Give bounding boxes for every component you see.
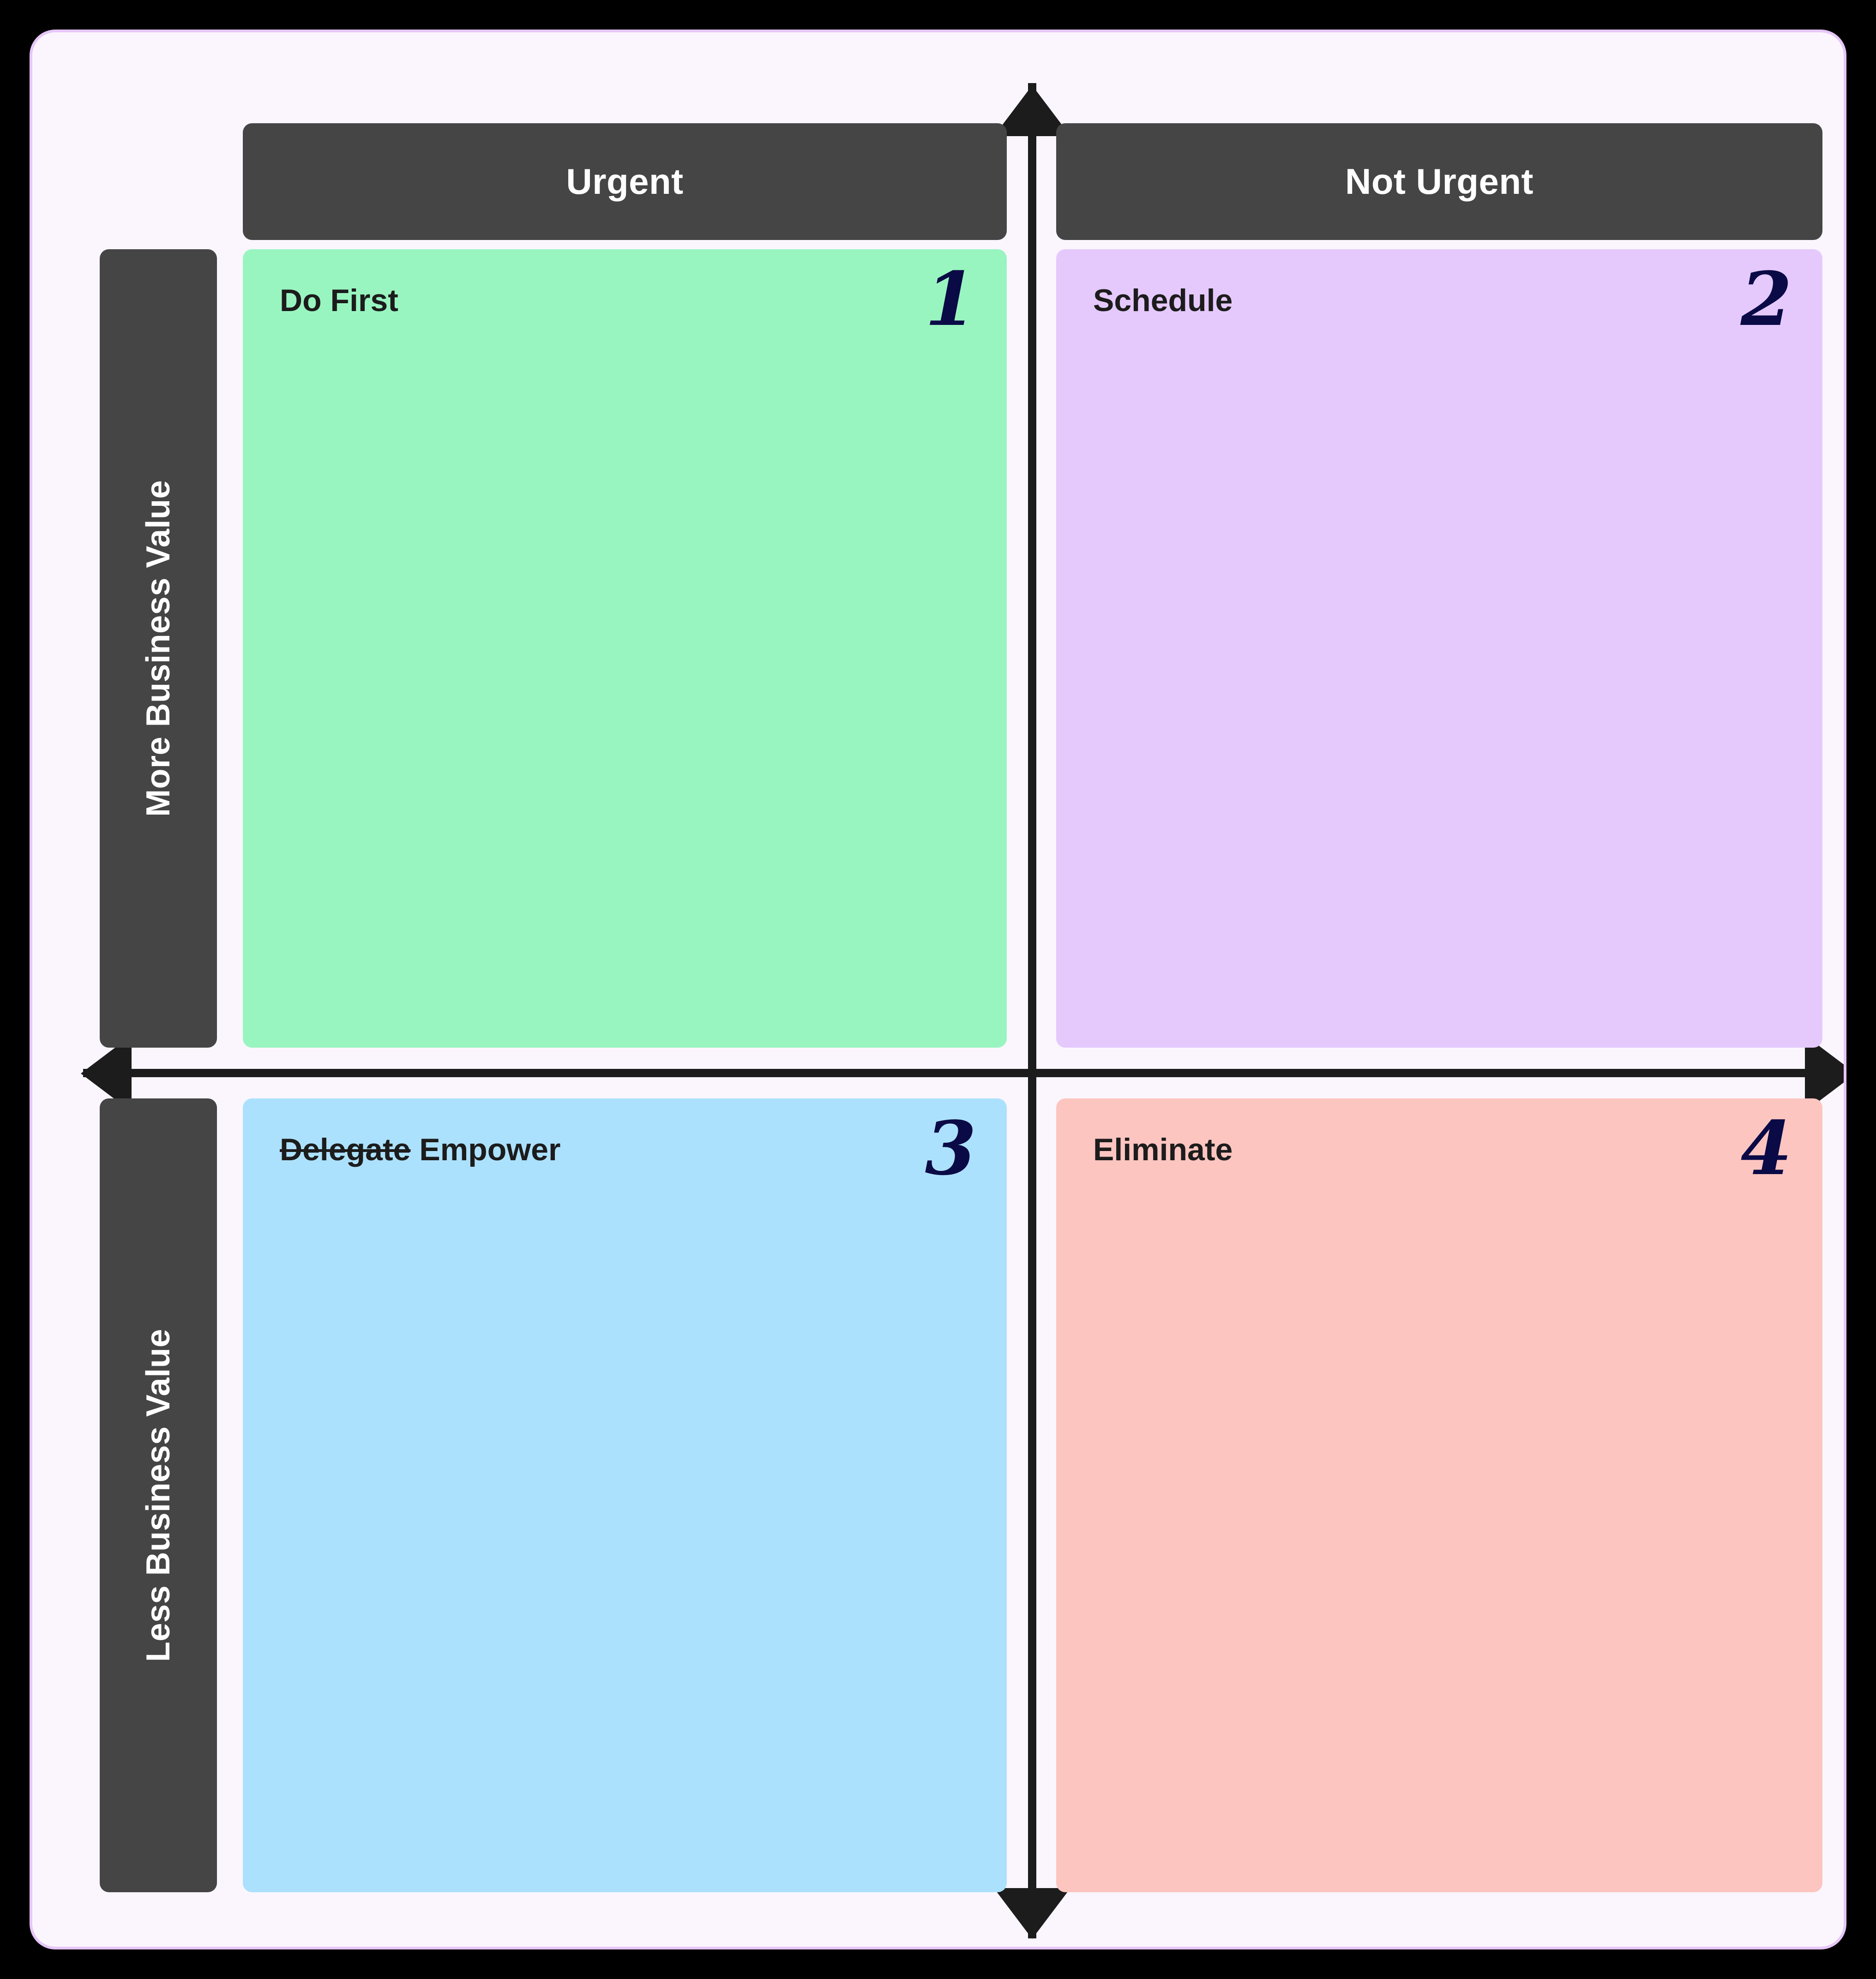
quadrant-title-schedule: Schedule	[1093, 283, 1233, 318]
quadrant-number-3: 3	[925, 1105, 976, 1192]
quadrant-do-first[interactable]: Do First 1	[243, 249, 1007, 1048]
quadrant-title-empower: Delegate Empower	[280, 1132, 560, 1168]
quadrant-title-do-first: Do First	[280, 283, 398, 318]
row-label-more-text: More Business Value	[140, 480, 177, 817]
row-label-less-text: Less Business Value	[140, 1329, 177, 1662]
matrix-card: Urgent Not Urgent More Business Value Le…	[30, 30, 1846, 1949]
quadrant-title-plain-empower: Empower	[410, 1132, 561, 1167]
column-header-not-urgent: Not Urgent	[1056, 123, 1822, 240]
quadrant-empower[interactable]: Delegate Empower 3	[243, 1098, 1007, 1892]
quadrant-title-eliminate: Eliminate	[1093, 1132, 1233, 1167]
quadrant-number-2: 2	[1740, 256, 1792, 342]
row-label-less-business-value: Less Business Value	[100, 1098, 217, 1892]
row-label-more-business-value: More Business Value	[100, 249, 217, 1048]
quadrant-number-4: 4	[1740, 1105, 1792, 1192]
horizontal-axis-line	[83, 1069, 1844, 1077]
vertical-axis-line	[1028, 83, 1036, 1938]
quadrant-eliminate[interactable]: Eliminate 4	[1056, 1098, 1822, 1892]
quadrant-number-1: 1	[925, 256, 976, 342]
quadrant-title-struck-delegate: Delegate	[280, 1132, 411, 1167]
column-header-urgent: Urgent	[243, 123, 1007, 240]
quadrant-schedule[interactable]: Schedule 2	[1056, 249, 1822, 1048]
arrow-down-icon	[994, 1888, 1070, 1939]
